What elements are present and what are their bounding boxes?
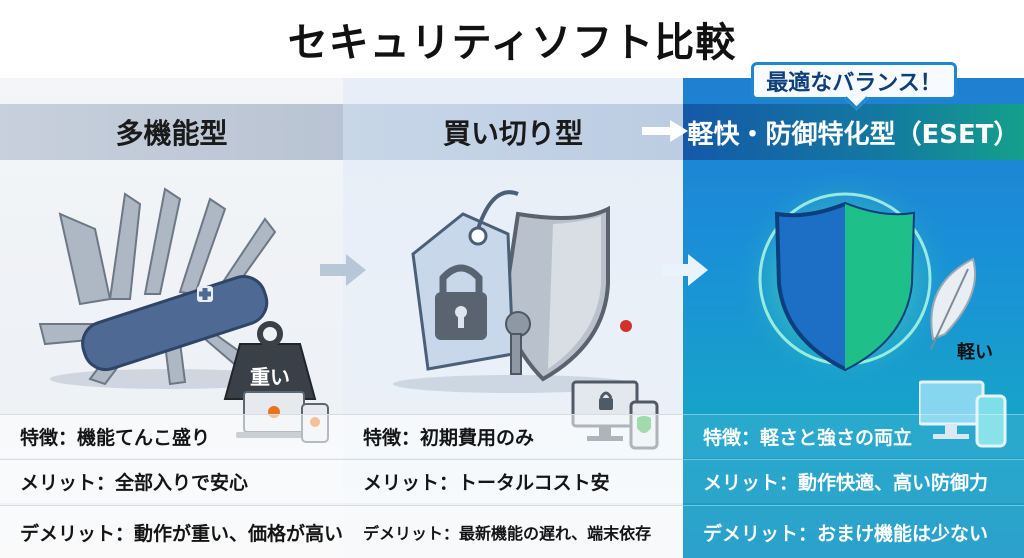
multi-device-icon (919, 380, 1007, 448)
weight-label: 重い (250, 365, 290, 389)
feature-row: 特徴：初期費用のみ (343, 414, 683, 458)
weight-icon (223, 321, 317, 400)
feature-row: 特徴：機能てんこ盛り (0, 414, 343, 458)
glowing-shield-icon: 軽い (735, 174, 993, 389)
swiss-army-knife-icon: 重い (38, 187, 317, 400)
arrow-right-icon (320, 254, 366, 286)
merit-row: メリット：動作快適、高い防御力 (683, 459, 1024, 503)
best-balance-badge: 最適なバランス！ (751, 62, 957, 100)
page-title: セキュリティソフト比較 (287, 20, 737, 66)
demerit-row: デメリット：最新機能の遅れ、端末依存 (343, 505, 683, 558)
demerit-row: デメリット：動作が重い、価格が高い (0, 505, 343, 558)
merit-row: メリット：トータルコスト安 (343, 459, 683, 503)
padlock-tag-icon (393, 190, 633, 393)
demerit-row: デメリット：おまけ機能は少ない (683, 505, 1024, 558)
header-arrow-icon (642, 120, 688, 142)
column-header: 買い切り型 (343, 104, 683, 160)
key-icon (505, 311, 531, 375)
column-buyout: 買い切り型 特徴：初期費用のみ メリット：トータルコスト安 デメリット：最新機能… (343, 78, 683, 558)
column-header: 多機能型 (0, 104, 343, 160)
feature-row: 特徴：軽さと強さの両立 (683, 414, 1024, 458)
feather-icon (930, 257, 977, 350)
feather-label: 軽い (957, 341, 993, 363)
arrow-right-icon (662, 254, 708, 286)
column-header: 軽快・防御特化型（ESET） (683, 104, 1024, 160)
column-multifunction: 多機能型 重い (0, 78, 343, 558)
merit-row: メリット：全部入りで安心 (0, 459, 343, 503)
column-eset: 軽快・防御特化型（ESET） 軽い 特徴：軽さと強さの両立 メリット：動作快適、… (683, 78, 1024, 558)
